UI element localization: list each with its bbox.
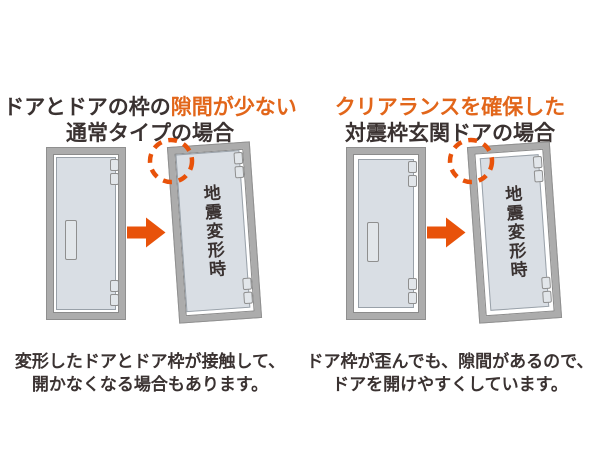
caption-line1: 変形したドアとドア枠が接触して、 — [14, 352, 286, 371]
door-hinge-bottom-icon — [110, 280, 119, 308]
panel-caption: 変形したドアとドア枠が接触して、開かなくなる場合もあります。 — [0, 350, 300, 396]
door-panel — [358, 159, 417, 308]
caption-line1: ドア枠が歪んでも、隙間があるので、 — [306, 352, 594, 371]
panel-caption: ドア枠が歪んでも、隙間があるので、ドアを開けやすくしています。 — [300, 350, 600, 396]
panel-normal-type: ドアとドアの枠の隙間が少ない通常タイプの場合 — [0, 94, 300, 396]
door-hinge-bottom-icon — [408, 278, 417, 306]
title-line2: 対震枠玄関ドアの場合 — [345, 121, 555, 146]
right-arrow-icon — [127, 217, 166, 248]
door-handle — [65, 220, 77, 260]
door-frame-inner — [353, 154, 419, 313]
caption-line2: ドアを開けやすくしています。 — [332, 375, 568, 394]
door-frame-inner — [53, 154, 119, 313]
title-line2: 通常タイプの場合 — [66, 121, 234, 146]
dashed-corner-highlight-circle-icon — [447, 137, 495, 185]
door-hinge-top-icon — [110, 159, 119, 187]
title-text: ドアとドアの枠の — [3, 95, 171, 120]
upright-door-illustration — [46, 147, 126, 320]
title-accent-text: クリアランスを確保した — [334, 95, 566, 120]
title-accent-text: 隙間が少ない — [170, 95, 297, 120]
panel-title: ドアとドアの枠の隙間が少ない通常タイプの場合 — [0, 94, 300, 146]
door-hinge-top-icon — [408, 161, 417, 189]
caption-line2: 開かなくなる場合もあります。 — [31, 375, 269, 394]
upright-door-illustration — [346, 147, 426, 320]
door-panel — [56, 157, 119, 310]
panel-quake-resistant-frame: クリアランスを確保した対震枠玄関ドアの場合 — [300, 0, 600, 449]
dashed-corner-highlight-circle-icon — [147, 137, 195, 185]
right-arrow-icon — [427, 217, 466, 248]
panel-title: クリアランスを確保した対震枠玄関ドアの場合 — [300, 94, 600, 146]
door-handle — [367, 222, 379, 262]
